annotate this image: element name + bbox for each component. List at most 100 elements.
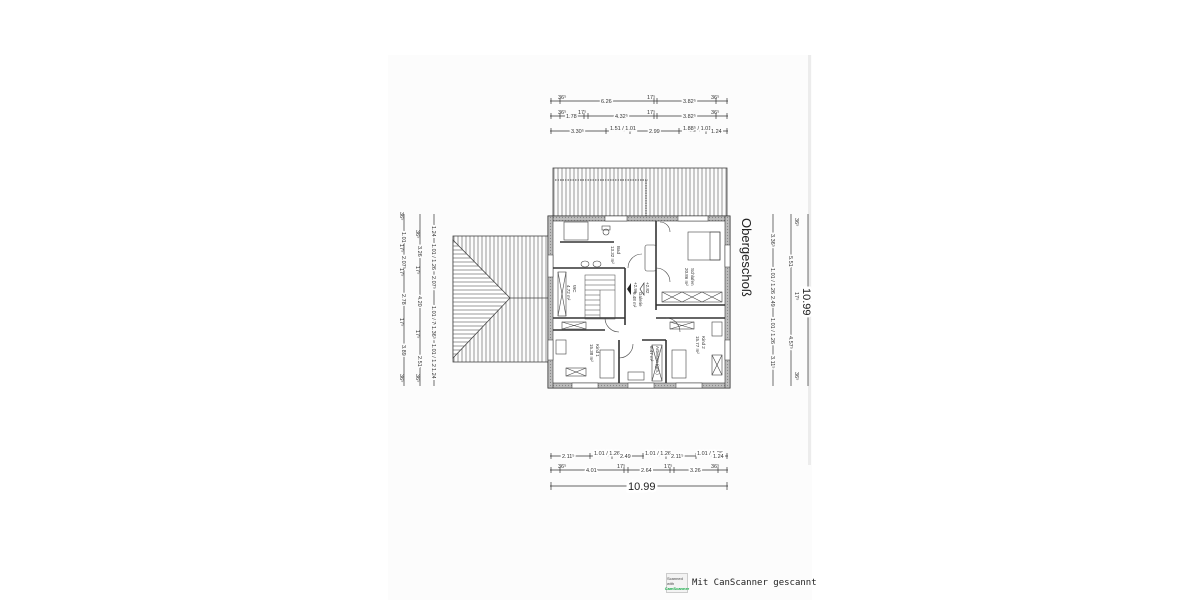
svg-text:36⁵: 36⁵: [398, 212, 405, 220]
svg-text:36⁵: 36⁵: [398, 374, 405, 382]
svg-text:1.36⁵: 1.36⁵: [430, 326, 437, 339]
svg-text:1.88⁵ / 1.01: 1.88⁵ / 1.01: [683, 125, 711, 132]
svg-text:3.82⁵: 3.82⁵: [683, 113, 696, 120]
svg-text:36⁵: 36⁵: [793, 372, 800, 380]
dimensions-right: [772, 214, 809, 386]
page-edge: [808, 55, 811, 465]
svg-text:36⁵: 36⁵: [414, 374, 421, 382]
svg-text:3.26: 3.26: [416, 246, 422, 257]
svg-text:1.01 / 1.26: 1.01 / 1.26: [769, 318, 775, 344]
svg-text:36⁵: 36⁵: [558, 94, 566, 101]
svg-text:17⁵: 17⁵: [793, 292, 800, 300]
svg-text:1.24: 1.24: [430, 368, 436, 379]
svg-text:2.64: 2.64: [641, 468, 652, 474]
svg-text:4.20: 4.20: [416, 296, 422, 307]
svg-text:17⁵: 17⁵: [647, 109, 655, 116]
svg-text:36⁵: 36⁵: [414, 230, 421, 238]
level-label-1: +2.96: [633, 282, 638, 294]
svg-text:17⁵: 17⁵: [578, 109, 586, 116]
plan-title: Obergeschoß: [739, 218, 754, 297]
svg-text:4.57⁵: 4.57⁵: [787, 336, 794, 349]
room-area-arbeiten: 6.47 m²: [649, 346, 654, 362]
room-label-arbeiten: Arbeiten (grh.): [655, 346, 660, 375]
svg-text:3.26: 3.26: [690, 468, 701, 474]
level-marker-filled-icon: [627, 283, 631, 295]
svg-text:1.01 / 1.26: 1.01 / 1.26: [430, 344, 436, 370]
top-ticks: [550, 98, 728, 134]
svg-text:2.49: 2.49: [620, 454, 631, 460]
svg-text:1.24: 1.24: [711, 129, 722, 135]
svg-text:2.11⁵: 2.11⁵: [671, 453, 684, 460]
svg-text:17⁵: 17⁵: [414, 266, 421, 274]
room-area-schlafen: 20.86 m²: [684, 268, 689, 286]
svg-text:17⁵: 17⁵: [398, 318, 405, 326]
roof-top: [552, 167, 728, 217]
svg-text:1.01: 1.01: [400, 232, 406, 243]
svg-text:1.24: 1.24: [430, 226, 436, 237]
room-area-galerie: 9.48 m²: [632, 292, 637, 308]
svg-text:2.07⁵: 2.07⁵: [430, 276, 437, 289]
svg-text:2.49: 2.49: [769, 296, 775, 307]
svg-text:3.30⁵: 3.30⁵: [571, 128, 584, 135]
svg-text:4.01: 4.01: [586, 468, 597, 474]
room-label-kind1: Kind 1: [595, 344, 600, 357]
watermark-text: Mit CanScanner gescannt: [692, 578, 817, 588]
scanner-watermark: Scanned with CamScanner Mit CanScanner g…: [664, 573, 817, 593]
svg-text:17⁵: 17⁵: [647, 94, 655, 101]
svg-text:3.11⁵: 3.11⁵: [769, 356, 776, 369]
staircase: [584, 274, 616, 320]
svg-text:2.07⁵: 2.07⁵: [400, 256, 407, 269]
svg-text:10.99: 10.99: [800, 288, 812, 316]
svg-text:17⁵: 17⁵: [664, 463, 672, 470]
roof-left: [452, 235, 554, 363]
svg-text:4.32⁵: 4.32⁵: [615, 113, 628, 120]
svg-text:2.11⁵: 2.11⁵: [562, 453, 575, 460]
room-label-galerie: Galerie: [638, 292, 643, 307]
svg-text:2.78: 2.78: [400, 294, 406, 305]
svg-text:36⁵: 36⁵: [558, 109, 566, 116]
room-label-schlafen: Schlafen: [690, 268, 695, 286]
dimensions-left: [403, 214, 435, 386]
furniture: [555, 221, 723, 382]
logo-line-2: CamScanner: [664, 585, 690, 591]
svg-text:17⁵: 17⁵: [617, 463, 625, 470]
dimensions-bottom: [550, 453, 728, 490]
dimension-labels-top: 36⁵ 6.26 17⁵ 3.82⁵ 36⁵ 36⁵ 1.78 17⁵ 4.32…: [558, 94, 723, 137]
svg-text:1.01 / 1.26: 1.01 / 1.26: [697, 451, 723, 457]
dimension-labels-right: 3.36⁵ 1.01 / 1.26 2.49 1.01 / 1.26 3.11⁵…: [768, 218, 815, 380]
dimensions-top: [550, 98, 728, 134]
svg-text:2.99: 2.99: [649, 129, 660, 135]
level-label-2: +2.82: [645, 282, 650, 294]
svg-text:36⁵: 36⁵: [793, 218, 800, 226]
svg-text:1.51 / 1.01: 1.51 / 1.01: [610, 126, 636, 132]
svg-text:17⁵: 17⁵: [398, 244, 405, 252]
svg-text:6.26: 6.26: [601, 99, 612, 105]
room-area-kind2: 15.77 m²: [695, 336, 700, 354]
svg-text:3.36⁵: 3.36⁵: [769, 234, 776, 247]
room-area-kind1: 15.38 m²: [589, 344, 594, 362]
svg-text:1.01 / 1.26: 1.01 / 1.26: [645, 451, 671, 457]
svg-text:17⁵: 17⁵: [414, 330, 421, 338]
room-area-wc: 4.72 m²: [566, 285, 571, 301]
camscanner-logo-icon: Scanned with CamScanner: [664, 573, 690, 593]
logo-line-1: Scanned with: [667, 575, 683, 586]
svg-text:36⁵: 36⁵: [711, 109, 719, 116]
room-label-kind2: Kind 2: [701, 336, 706, 349]
svg-text:1.78: 1.78: [566, 114, 577, 120]
svg-text:36⁵: 36⁵: [711, 94, 719, 101]
svg-text:17⁵: 17⁵: [398, 268, 405, 276]
room-labels: Bad 13.32 m² Schlafen 20.86 m² WC 4.72 m…: [566, 246, 706, 375]
room-label-wc: WC: [572, 285, 577, 293]
svg-text:1.01 / 1.26: 1.01 / 1.26: [430, 244, 436, 270]
svg-text:1.24: 1.24: [713, 454, 724, 460]
dimension-labels-left: 36⁵ 1.01 17⁵ 2.07⁵ 17⁵ 2.78 17⁵ 3.89 36⁵…: [398, 212, 439, 382]
dimension-labels-bottom: 2.11⁵ 1.01 / 1.26 2.49 1.01 / 1.26 2.11⁵…: [558, 450, 725, 496]
svg-text:10.99: 10.99: [628, 481, 656, 493]
svg-text:3.89: 3.89: [400, 345, 406, 356]
svg-text:36⁵: 36⁵: [558, 463, 566, 470]
room-area-bad: 13.32 m²: [610, 246, 615, 264]
svg-text:3.82⁵: 3.82⁵: [683, 98, 696, 105]
level-marker-outline-icon: [639, 282, 645, 296]
room-label-bad: Bad: [616, 246, 621, 255]
